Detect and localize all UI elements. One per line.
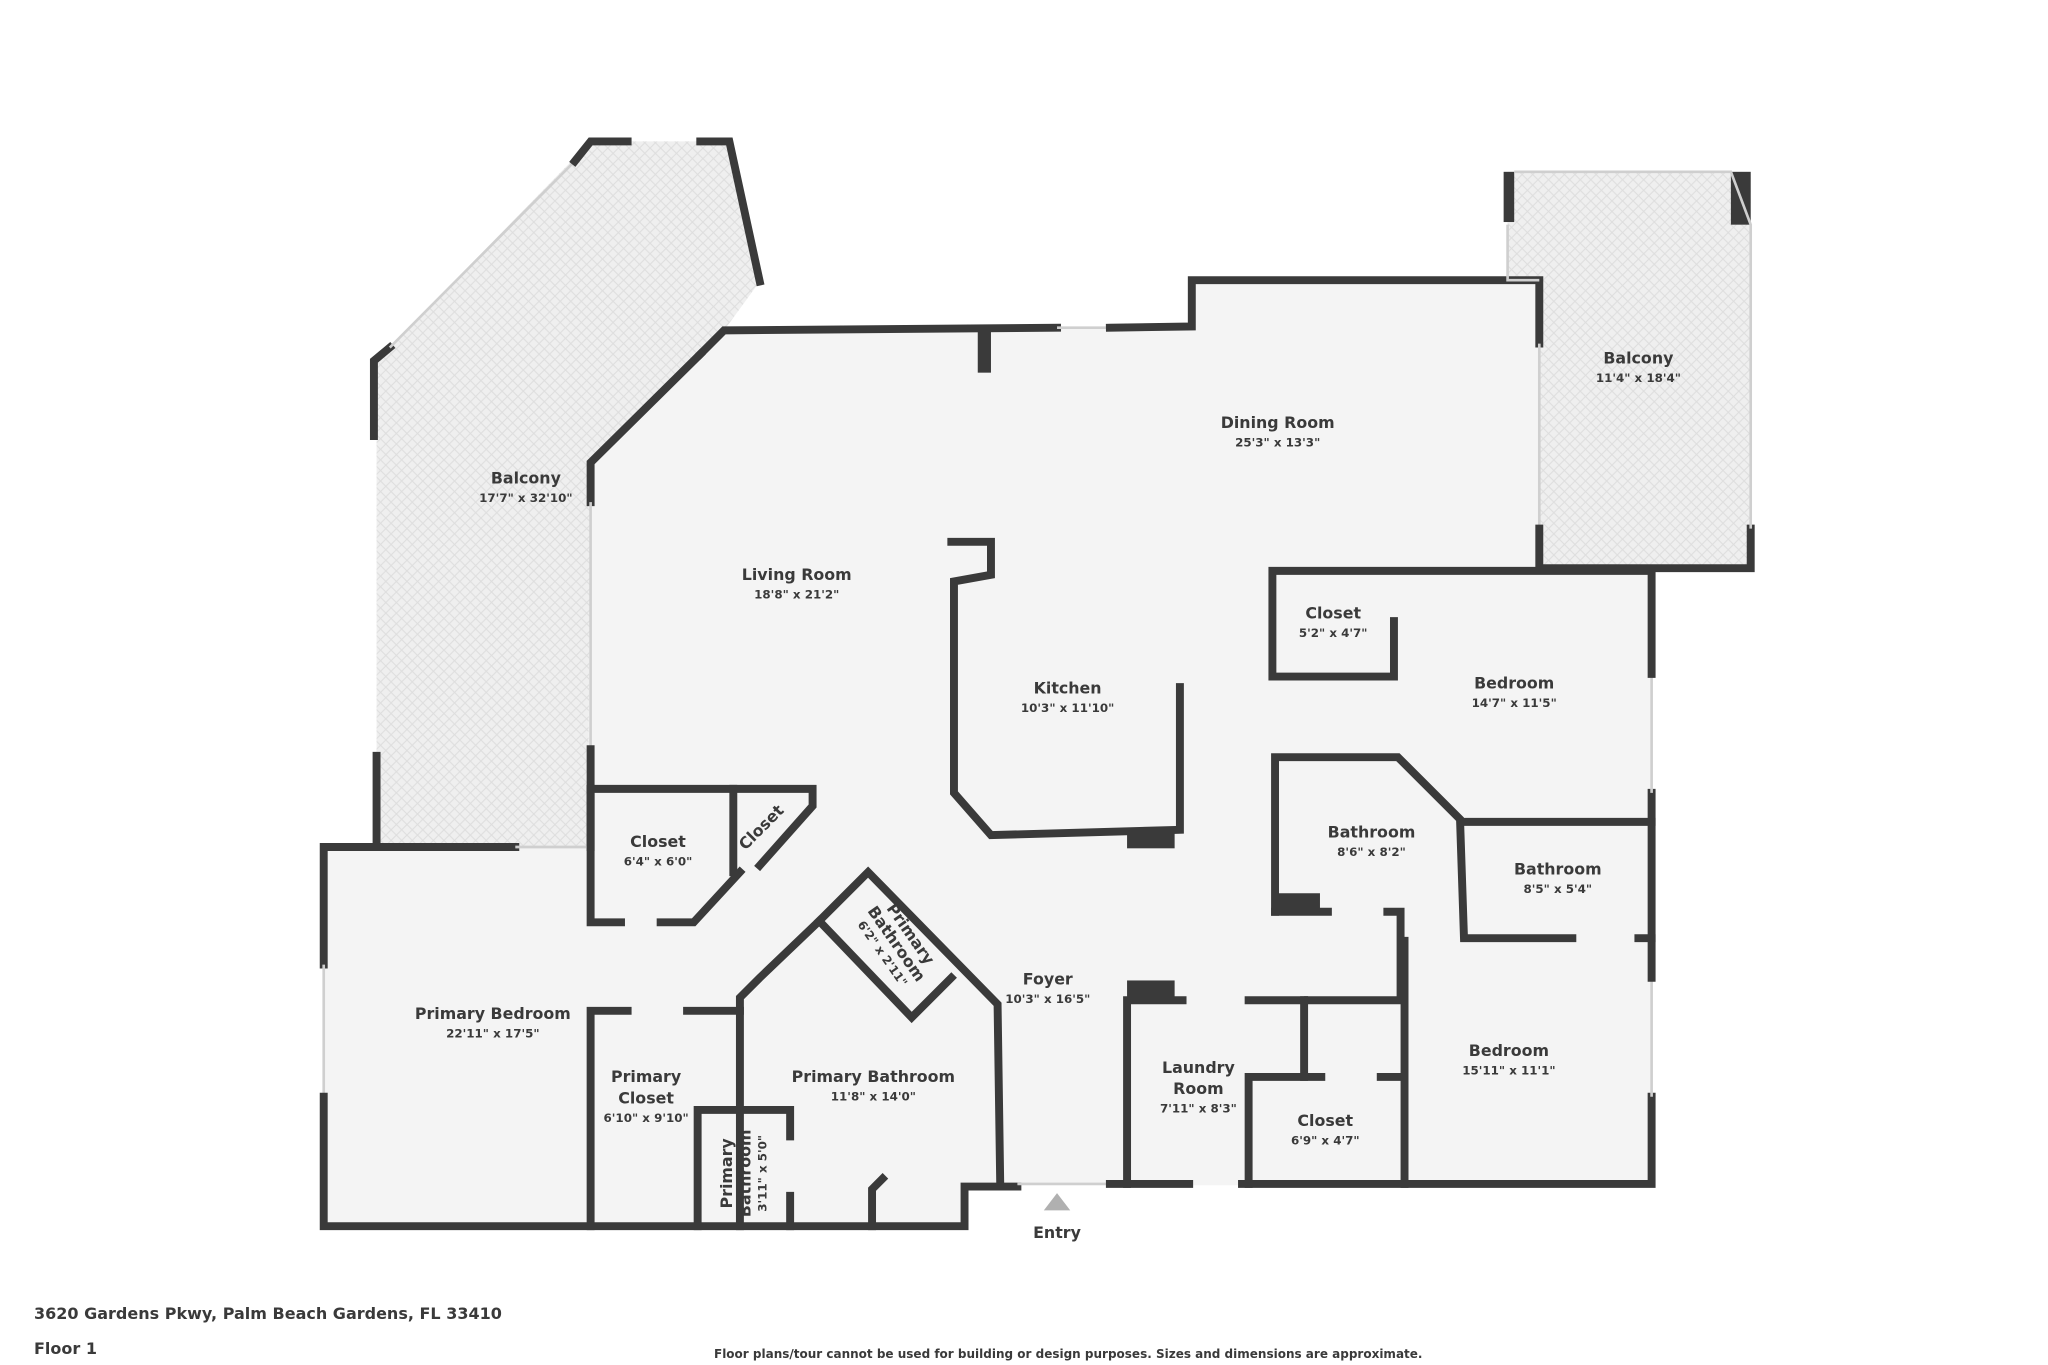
room-bathroom-right: Bathroom 8'5" x 5'4" xyxy=(1514,860,1602,896)
svg-text:Balcony: Balcony xyxy=(491,469,562,488)
room-closet-bedroom: Closet 5'2" x 4'7" xyxy=(1299,603,1368,639)
interior-floor xyxy=(323,280,1652,1227)
room-kitchen: Kitchen 10'3" x 11'10" xyxy=(1021,679,1114,715)
room-closet-lower: Closet 6'9" x 4'7" xyxy=(1291,1111,1360,1147)
svg-text:Primary: Primary xyxy=(611,1067,682,1086)
svg-text:11'8" x 14'0": 11'8" x 14'0" xyxy=(831,1090,916,1104)
room-primary-bedroom: Primary Bedroom 22'11" x 17'5" xyxy=(415,1004,571,1040)
svg-text:15'11" x 11'1": 15'11" x 11'1" xyxy=(1462,1063,1555,1077)
balcony-right-floor xyxy=(1507,171,1751,569)
svg-text:Laundry: Laundry xyxy=(1162,1058,1236,1077)
svg-text:5'2" x 4'7": 5'2" x 4'7" xyxy=(1299,626,1368,640)
svg-text:Living Room: Living Room xyxy=(742,565,852,584)
svg-text:3'11" x 5'0": 3'11" x 5'0" xyxy=(755,1135,769,1212)
svg-text:6'4" x 6'0": 6'4" x 6'0" xyxy=(624,854,693,868)
svg-text:7'11" x 8'3": 7'11" x 8'3" xyxy=(1160,1102,1237,1116)
svg-text:Bedroom: Bedroom xyxy=(1469,1041,1549,1060)
room-bedroom-upper: Bedroom 14'7" x 11'5" xyxy=(1472,673,1557,709)
entry-label: Entry xyxy=(1033,1223,1081,1242)
svg-text:Room: Room xyxy=(1173,1079,1223,1098)
svg-text:8'5" x 5'4": 8'5" x 5'4" xyxy=(1523,882,1592,896)
svg-text:18'8" x 21'2": 18'8" x 21'2" xyxy=(754,588,839,602)
svg-text:Bathroom: Bathroom xyxy=(1514,860,1602,879)
entry-arrow-icon xyxy=(1043,1193,1071,1211)
walls xyxy=(319,137,1755,1231)
svg-text:Bedroom: Bedroom xyxy=(1474,673,1554,692)
svg-text:6'9" x 4'7": 6'9" x 4'7" xyxy=(1291,1133,1360,1147)
svg-text:Kitchen: Kitchen xyxy=(1034,679,1102,698)
disclaimer: Floor plans/tour cannot be used for buil… xyxy=(714,1347,1423,1361)
svg-text:Foyer: Foyer xyxy=(1023,969,1073,988)
room-primary-bathroom: Primary Bathroom 11'8" x 14'0" xyxy=(792,1067,955,1103)
svg-text:Bathroom: Bathroom xyxy=(1328,823,1416,842)
svg-text:10'3" x 16'5": 10'3" x 16'5" xyxy=(1005,992,1090,1006)
svg-text:Primary Bathroom: Primary Bathroom xyxy=(792,1067,955,1086)
svg-text:8'6" x 8'2": 8'6" x 8'2" xyxy=(1337,845,1406,859)
svg-text:14'7" x 11'5": 14'7" x 11'5" xyxy=(1472,696,1557,710)
svg-text:11'4" x 18'4": 11'4" x 18'4" xyxy=(1596,371,1681,385)
address: 3620 Gardens Pkwy, Palm Beach Gardens, F… xyxy=(34,1304,502,1323)
room-living-room: Living Room 18'8" x 21'2" xyxy=(742,565,852,601)
svg-text:10'3" x 11'10": 10'3" x 11'10" xyxy=(1021,701,1114,715)
svg-text:Closet: Closet xyxy=(618,1088,674,1107)
svg-text:Closet: Closet xyxy=(630,832,686,851)
svg-text:Primary: Primary xyxy=(717,1138,736,1209)
room-closet-living: Closet 6'4" x 6'0" xyxy=(624,832,693,868)
svg-text:25'3" x 13'3": 25'3" x 13'3" xyxy=(1235,436,1320,450)
floor-label: Floor 1 xyxy=(34,1339,97,1358)
svg-text:Dining Room: Dining Room xyxy=(1221,413,1335,432)
svg-text:Closet: Closet xyxy=(1305,603,1361,622)
svg-text:22'11" x 17'5": 22'11" x 17'5" xyxy=(446,1026,539,1040)
room-bathroom-middle: Bathroom 8'6" x 8'2" xyxy=(1328,823,1416,859)
room-balcony-right: Balcony 11'4" x 18'4" xyxy=(1596,348,1681,384)
balcony-left-floor xyxy=(376,141,760,848)
svg-text:Closet: Closet xyxy=(1297,1111,1353,1130)
room-bedroom-lower: Bedroom 15'11" x 11'1" xyxy=(1462,1041,1555,1077)
svg-text:Primary Bedroom: Primary Bedroom xyxy=(415,1004,571,1023)
svg-text:Bathroom: Bathroom xyxy=(735,1130,754,1218)
floors xyxy=(323,141,1751,1227)
room-foyer: Foyer 10'3" x 16'5" xyxy=(1005,969,1090,1005)
svg-text:17'7" x 32'10": 17'7" x 32'10" xyxy=(479,491,572,505)
svg-text:6'10" x 9'10": 6'10" x 9'10" xyxy=(604,1111,689,1125)
room-balcony-left: Balcony 17'7" x 32'10" xyxy=(479,469,572,505)
svg-text:Balcony: Balcony xyxy=(1603,348,1674,367)
room-dining-room: Dining Room 25'3" x 13'3" xyxy=(1221,413,1335,449)
room-labels: Balcony 17'7" x 32'10" Living Room 18'8" x… xyxy=(415,348,1681,1217)
